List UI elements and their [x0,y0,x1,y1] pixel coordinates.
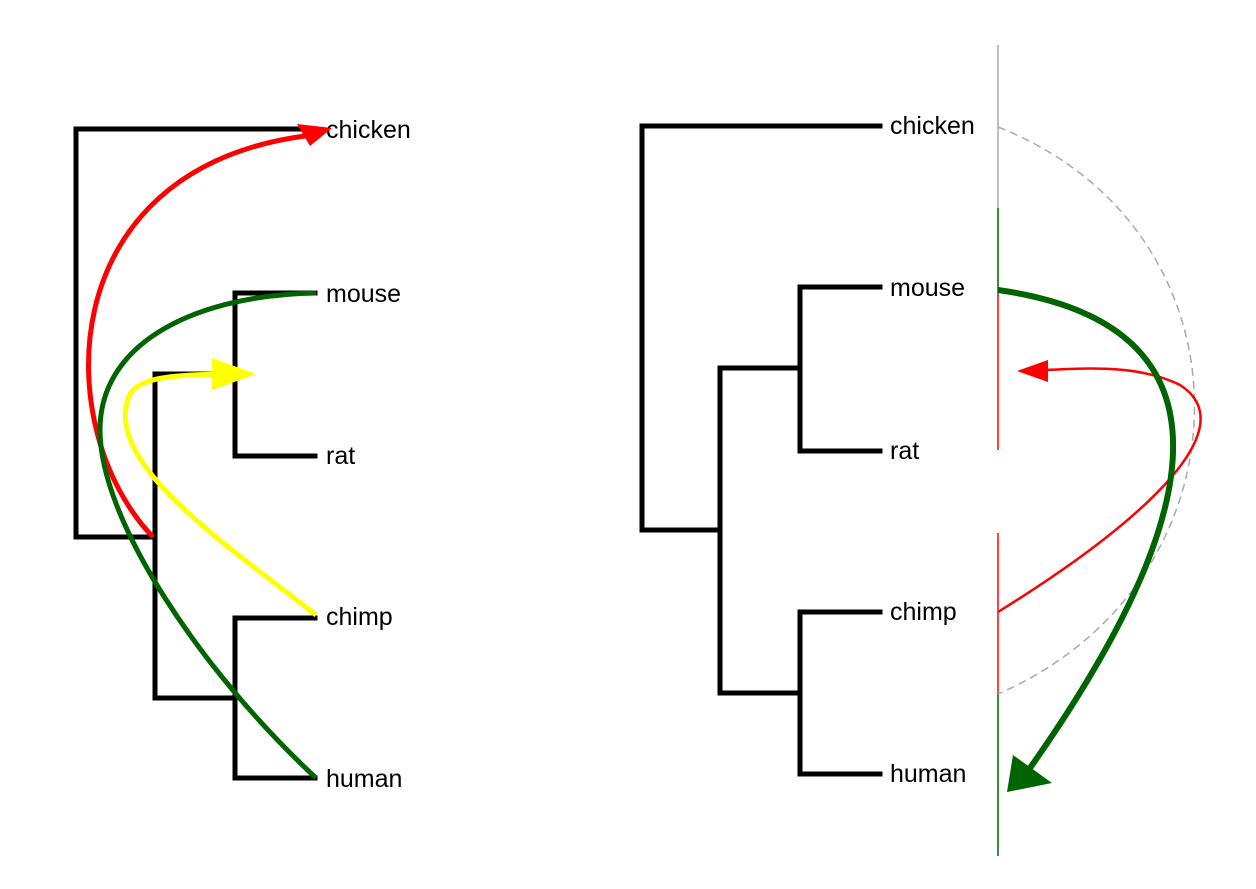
right-transfer-red-arrow [997,360,1202,614]
left-leaf-label-human: human [326,765,402,793]
left-tree: chicken mouse rat chimp human [73,116,411,793]
right-leaf-label-human: human [890,760,966,788]
right-primate-branch [797,609,883,777]
left-primate-branch [232,615,318,781]
left-leaf-label-rat: rat [326,442,355,470]
left-transfer-red-arrow [86,124,332,539]
left-root-branch [73,126,318,540]
right-transfer-green-arrow [997,287,1177,792]
left-leaf-label-mouse: mouse [326,280,401,308]
left-leaf-label-chicken: chicken [326,116,411,144]
right-tree: chicken mouse rat chimp human [639,45,1202,856]
left-tree-branches [73,126,318,781]
right-leaf-label-chimp: chimp [890,598,957,626]
left-transfer-green-curve [97,290,318,780]
right-leaf-label-chicken: chicken [890,112,975,140]
right-root-branch [639,123,883,533]
right-rodent-branch [797,284,883,454]
right-dashed-arc [997,126,1196,695]
right-tree-branches [639,123,883,777]
left-leaf-label-chimp: chimp [326,603,393,631]
right-leaf-label-mouse: mouse [890,274,965,302]
left-transfer-yellow-arrow [122,358,318,617]
left-mammal-branch [152,371,238,701]
right-mammal-branch [717,365,803,696]
right-leaf-label-rat: rat [890,437,919,465]
